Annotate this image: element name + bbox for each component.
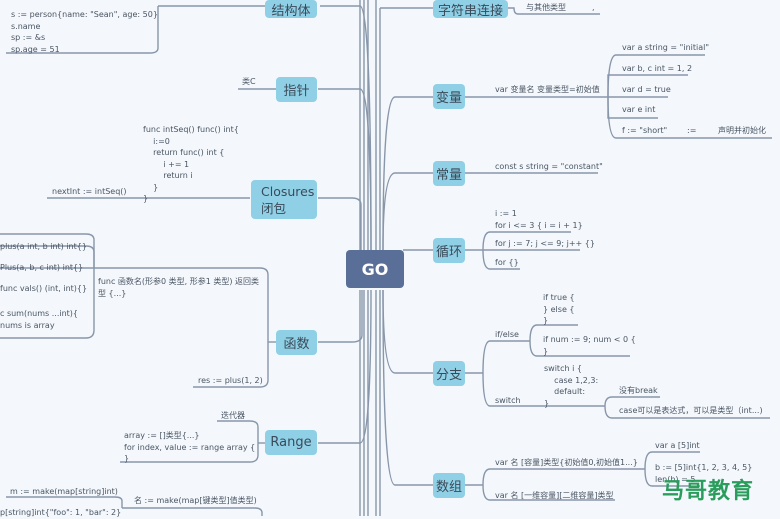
topic-label: 指针 <box>283 84 310 99</box>
variables-child: f := "short" <box>622 126 668 135</box>
topic-branch[interactable]: 分支 <box>433 361 465 386</box>
closures-code: func intSeq() func() int{ i:=0 return fu… <box>143 125 239 203</box>
topic-range[interactable]: Range <box>265 430 317 455</box>
functions-child: plus(a int, b int) int{} <box>0 242 87 251</box>
functions-call: res := plus(1, 2) <box>198 376 263 385</box>
topic-label: 分支 <box>435 368 462 383</box>
topic-label-zh: 闭包 <box>261 200 287 216</box>
string-concat-child: , <box>592 3 595 12</box>
variables-child: var d = true <box>622 85 671 94</box>
topic-label: 函数 <box>283 337 310 352</box>
maps-child: m := make(map[string]int) <box>10 487 118 496</box>
arrays-decl-child: b := [5]int{1, 2, 3, 4, 5} len(b) = 5 <box>655 463 753 484</box>
ifelse-child: if true { } else { } <box>543 293 575 325</box>
switch-code: switch i { case 1,2,3: default: } <box>544 364 599 408</box>
topic-constants[interactable]: 常量 <box>433 161 465 186</box>
root-node[interactable]: GO <box>346 250 404 288</box>
functions-syntax: func 函数名(形参0 类型, 形参1 类型) 返回类 型 {...} <box>98 277 260 298</box>
topic-loops[interactable]: 循环 <box>433 238 465 263</box>
topic-label: 结构体 <box>271 3 311 19</box>
topic-label: 常量 <box>435 168 462 183</box>
topic-variables[interactable]: 变量 <box>433 84 465 109</box>
loops-child: for {} <box>495 258 519 267</box>
topic-label: 字符串连接 <box>437 3 503 19</box>
topic-arrays[interactable]: 数组 <box>433 473 465 498</box>
topic-pointer[interactable]: 指针 <box>276 77 317 102</box>
switch-child: case可以是表达式，可以是类型（int...) <box>619 406 763 415</box>
ifelse-label: if/else <box>495 330 519 339</box>
arrays-decl-child: var a [5]int <box>655 441 700 450</box>
loops-child: i := 1 for i <= 3 { i = i + 1} <box>495 209 583 230</box>
switch-child: 没有break <box>619 386 658 395</box>
functions-child: Plus(a, b, c int) int{} <box>0 263 84 272</box>
arrays-decl: var 名 [容量]类型{初始值0,初始值1...} <box>495 458 638 467</box>
maps-syntax: 名 := make(map[键类型]值类型) <box>134 496 257 505</box>
short-decl-note: 声明并初始化 <box>718 126 766 135</box>
topic-string-concat[interactable]: 字符串连接 <box>433 0 508 19</box>
topic-label: 循环 <box>435 245 462 260</box>
topic-closures[interactable]: Closures 闭包 <box>251 180 317 219</box>
topic-label: 变量 <box>435 91 462 106</box>
pointer-child: 类C <box>242 77 256 86</box>
variables-child: var a string = "initial" <box>622 43 710 52</box>
range-code: array := []类型{...} for index, value := r… <box>124 431 256 463</box>
topic-label: 数组 <box>435 480 462 495</box>
variables-syntax: var 变量名 变量类型=初始值 <box>495 85 600 94</box>
arrays-multi: var 名 [一维容量][二维容量]类型 <box>495 491 614 500</box>
closures-usage: nextInt := intSeq() <box>52 187 127 196</box>
functions-child: c sum(nums ...int){ nums is array <box>0 309 79 330</box>
range-note: 迭代器 <box>221 411 245 420</box>
maps-child: p[string]int{"foo": 1, "bar": 2} <box>0 508 122 517</box>
loops-child: for j := 7; j <= 9; j++ {} <box>495 239 595 248</box>
topic-label-en: Closures <box>261 183 315 199</box>
variables-child: var e int <box>622 105 656 114</box>
string-concat-child: 与其他类型 <box>526 3 566 12</box>
short-decl-op: := <box>687 126 697 135</box>
constants-child: const s string = "constant" <box>495 162 603 171</box>
topic-struct[interactable]: 结构体 <box>265 0 317 19</box>
topic-label: Range <box>270 435 312 450</box>
topic-functions[interactable]: 函数 <box>276 330 317 355</box>
switch-label: switch <box>495 396 521 405</box>
root-label: GO <box>361 259 389 279</box>
ifelse-child: if num := 9; num < 0 { } <box>543 335 636 356</box>
watermark-logo: 马哥教育 <box>662 479 755 504</box>
struct-code: s := person{name: "Sean", age: 50} s.nam… <box>11 10 158 54</box>
functions-child: func vals() (int, int){} <box>0 284 88 293</box>
variables-child: var b, c int = 1, 2 <box>622 64 693 73</box>
